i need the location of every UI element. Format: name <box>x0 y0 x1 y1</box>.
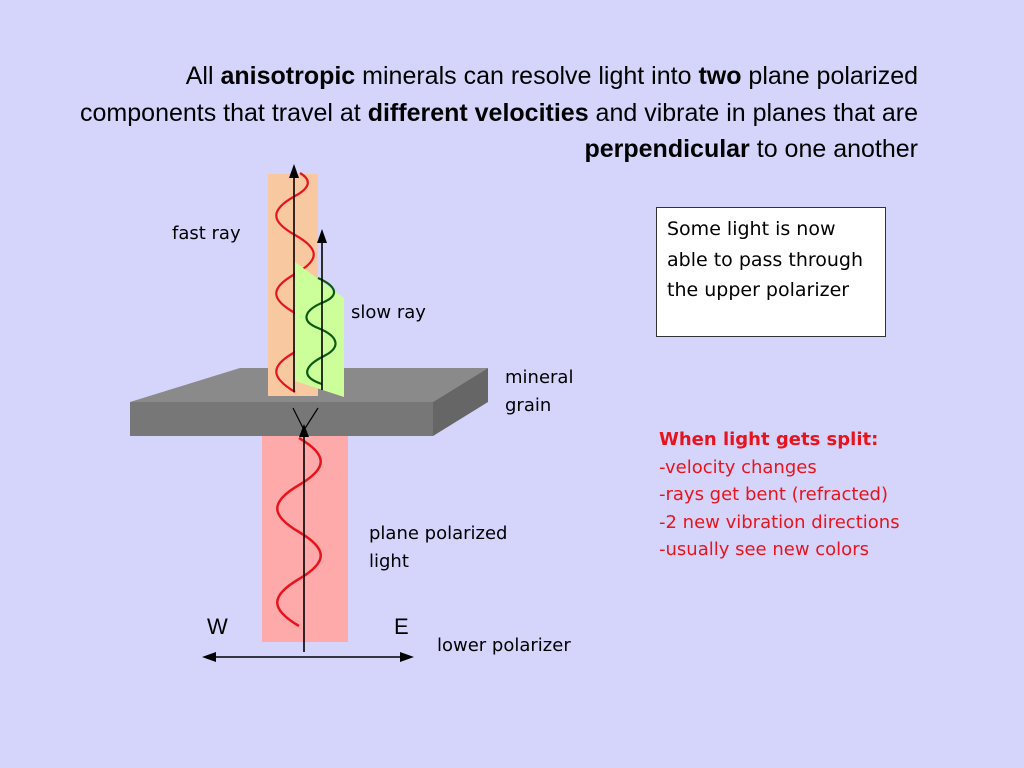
split-notes: When light gets split: -velocity changes… <box>659 426 989 564</box>
title-seg-2: minerals can resolve light into <box>355 62 699 90</box>
west-label: W <box>207 614 228 639</box>
fast-ray-arrowhead <box>289 164 299 178</box>
title-seg-4: plane polarized components that travel a… <box>80 62 918 127</box>
plane-polarized-light-label: plane polarized light <box>369 523 508 572</box>
mineral-grain-label: mineral grain <box>505 367 574 416</box>
slow-ray-label: slow ray <box>351 302 426 323</box>
split-note-item: -rays get bent (refracted) <box>659 484 888 505</box>
lower-polarizer-arrow-left <box>202 652 216 662</box>
title-seg-7: perpendicular <box>584 135 750 163</box>
title-seg-8: to one another <box>749 135 918 163</box>
fast-ray-wave <box>275 172 315 393</box>
plane-polarized-light-column <box>262 436 348 642</box>
incident-ray-arrowhead <box>299 424 309 437</box>
east-label: E <box>394 614 409 639</box>
slow-ray-wave <box>305 276 337 386</box>
slow-ray-arrowhead <box>317 229 327 243</box>
split-note-item: -usually see new colors <box>659 539 869 560</box>
title-seg-1: anisotropic <box>220 62 356 90</box>
fast-ray-label: fast ray <box>172 223 241 244</box>
title-seg-3: two <box>698 62 742 90</box>
title-seg-5: different velocities <box>367 98 589 127</box>
title-seg-6: and vibrate in planes that are <box>588 98 918 127</box>
info-box: Some light is now able to pass through t… <box>656 207 886 337</box>
info-box-text: Some light is now able to pass through t… <box>667 218 864 301</box>
split-notes-title: When light gets split: <box>659 429 879 450</box>
split-note-item: -2 new vibration directions <box>659 511 900 533</box>
title-seg-0: All <box>185 62 221 90</box>
lower-polarizer-label: lower polarizer <box>437 635 571 656</box>
mineral-grain-front <box>130 402 433 436</box>
slide-title: All anisotropic minerals can resolve lig… <box>60 58 918 168</box>
split-note-item: -velocity changes <box>659 456 817 478</box>
lower-light-wave <box>276 436 322 628</box>
mineral-grain-side <box>433 368 488 436</box>
lower-polarizer-arrow-right <box>400 652 414 662</box>
